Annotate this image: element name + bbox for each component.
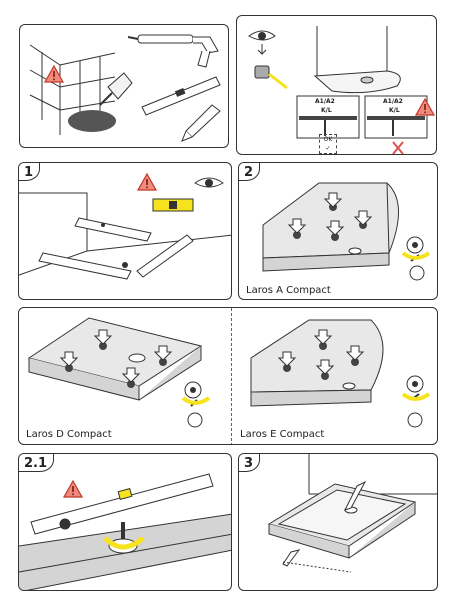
panel-step-2-laros-a: 2 Laros A Compact	[238, 162, 438, 300]
levelling-floor-illustration	[19, 163, 232, 300]
panel-step-2-laros-d-e: Laros D Compact Laros E Compact	[18, 307, 438, 445]
warning-icon	[44, 65, 64, 83]
spirit-level-icon	[39, 218, 193, 279]
panel-inspect-drain: A1/A2 K/L A1/A2 K/L OK ✓	[236, 15, 437, 155]
panel-tools	[19, 24, 229, 148]
bad-cross-icon	[393, 142, 403, 154]
right-kl-label: K/L	[389, 107, 400, 114]
marking-outline-illustration	[239, 454, 438, 591]
drain-inspection-illustration	[237, 16, 437, 155]
ok-text: OK	[324, 136, 333, 143]
tape-measure-icon	[255, 66, 269, 78]
sealant-blob-shape	[68, 110, 116, 132]
left-kl-label: K/L	[321, 107, 332, 114]
caption-laros-d: Laros D Compact	[26, 429, 112, 440]
ok-badge: OK ✓	[319, 134, 337, 154]
warning-icon	[415, 98, 435, 116]
warning-icon	[63, 480, 83, 498]
left-code-label: A1/A2	[315, 98, 335, 105]
step-number: 2.1	[19, 454, 54, 472]
caption-laros-e: Laros E Compact	[240, 429, 324, 440]
caulk-gun-icon	[128, 35, 218, 67]
tools-illustration	[20, 25, 229, 148]
laros-a-tray-illustration	[239, 163, 438, 300]
panel-step-1: 1	[18, 162, 232, 300]
panel-step-2-1: 2.1	[18, 453, 232, 591]
panel-step-3: 3	[238, 453, 438, 591]
leg-adjust-closeup-illustration	[19, 454, 232, 591]
adjustable-leg-icon	[403, 237, 429, 280]
right-code-label: A1/A2	[383, 98, 403, 105]
laros-d-e-tray-illustration	[19, 308, 438, 445]
caption-laros-a: Laros A Compact	[246, 285, 331, 296]
eye-icon	[249, 31, 275, 54]
eye-icon	[195, 178, 223, 187]
pencil-icon	[182, 105, 220, 141]
ok-check-icon: ✓	[325, 145, 330, 152]
rotate-arrow-icon	[403, 253, 429, 258]
warning-icon	[137, 173, 157, 191]
adjustable-leg-icon	[183, 382, 209, 427]
adjustable-leg-icon	[403, 376, 429, 427]
